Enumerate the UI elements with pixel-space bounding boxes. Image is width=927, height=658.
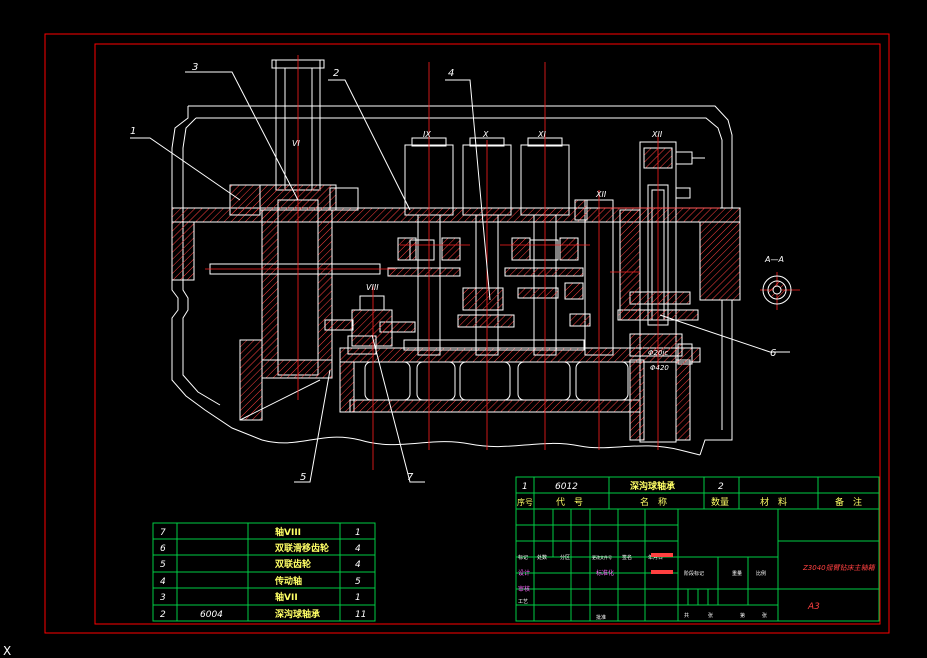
bom-row-no: 1	[522, 482, 528, 492]
parts-cell-no: 7	[160, 528, 166, 538]
parts-cell-no: 3	[160, 593, 166, 603]
corner-mark: X	[3, 644, 11, 658]
bom-row-name: 深沟球轴承	[630, 480, 675, 492]
tb-review: 审核	[518, 585, 530, 593]
gearbox-assembly	[171, 59, 741, 456]
parts-cell-name: 轴VII	[275, 591, 298, 603]
parts-cell-name: 双联滑移齿轮	[275, 542, 329, 554]
parts-cell-name: 双联齿轮	[275, 558, 311, 570]
leader-label-4: 4	[448, 68, 454, 79]
title-block-mark-2	[651, 570, 673, 574]
tb-date: 年月日	[648, 554, 663, 561]
parts-cell-qty: 4	[355, 560, 361, 570]
shaft-label-vi: VI	[292, 139, 300, 148]
parts-cell-name: 轴VIII	[275, 526, 301, 538]
parts-cell-name: 深沟球轴承	[275, 608, 320, 620]
tb-design: 设计	[518, 569, 530, 577]
bom-row-qty: 2	[718, 482, 724, 492]
title-block-text: 标记 处数 分区 更改文件号 签名 年月日 设计 标准化 阶段标记 重量 比例 …	[518, 554, 876, 621]
tb-std: 标准化	[596, 569, 614, 577]
tb-mark: 标记	[518, 554, 528, 561]
tb-process: 工艺	[518, 599, 528, 605]
shaft-label-x: X	[482, 130, 489, 139]
tb-scale: 比例	[756, 570, 766, 577]
shaft-label-xi: XI	[537, 130, 546, 139]
inner-frame	[94, 43, 881, 625]
leader-label-5: 5	[300, 472, 306, 483]
drawing-title: Z3040摇臂钻床主轴箱	[802, 564, 876, 572]
title-block-grid	[515, 508, 880, 622]
section-a-a-view	[762, 275, 792, 305]
outer-frame	[44, 33, 890, 634]
tb-page: 第	[740, 612, 745, 619]
parts-cell-qty: 11	[355, 610, 366, 620]
parts-rows: 7 轴VIII 1 6 双联滑移齿轮 4 5 双联齿轮 4 4 传动轴 5 3 轴VII 1 2 6004 深沟球…	[160, 526, 366, 620]
parts-cell-qty: 1	[355, 593, 361, 603]
bom-h-code: 代 号	[556, 497, 583, 508]
parts-cell-no: 6	[160, 544, 166, 554]
drawing-labels: 1 2 3 4 5 6 7 VI VIII IX X XI XII XII Φ2…	[3, 62, 784, 658]
parts-cell-qty: 5	[355, 577, 361, 587]
parts-cell-qty: 4	[355, 544, 361, 554]
tb-zone: 分区	[560, 554, 570, 561]
bom-h-note: 备 注	[835, 496, 862, 508]
tb-total: 共	[684, 612, 689, 619]
leader-label-6: 6	[770, 348, 776, 359]
sheet-size: A3	[807, 602, 820, 612]
shaft-label-ix: IX	[423, 130, 431, 139]
title-block-mark-1	[651, 553, 673, 557]
tb-stage: 阶段标记	[684, 570, 704, 577]
section-title: A—A	[764, 255, 784, 264]
bom-h-no: 序号	[517, 497, 533, 507]
dimension-1: Φ20jc	[648, 349, 668, 357]
leader-label-3: 3	[192, 62, 198, 73]
tb-sheets: 张	[708, 612, 713, 619]
tb-sheet: 张	[762, 612, 767, 619]
parts-cell-code: 6004	[200, 610, 223, 620]
parts-cell-no: 2	[160, 610, 166, 620]
leader-lines	[130, 71, 790, 483]
bom-h-name: 名 称	[640, 496, 667, 508]
shaft-label-xii-b: XII	[651, 130, 663, 139]
shaft-label-xii: XII	[595, 190, 607, 199]
dimension-2: Φ420	[650, 364, 669, 372]
parts-table	[152, 522, 376, 622]
leader-label-2: 2	[333, 68, 339, 79]
tb-weight: 重量	[732, 570, 742, 577]
bom-h-qty: 数量	[711, 496, 729, 508]
leader-label-7: 7	[407, 472, 414, 483]
parts-cell-name: 传动轴	[274, 575, 302, 587]
bom-row-code: 6012	[555, 482, 578, 492]
shaft-label-viii: VIII	[366, 283, 379, 292]
tb-change: 更改文件号	[592, 554, 612, 560]
tb-approve: 批准	[596, 614, 606, 621]
parts-cell-qty: 1	[355, 528, 361, 538]
parts-cell-no: 5	[160, 560, 166, 570]
leader-label-1: 1	[130, 126, 136, 137]
bom-header-text: 1 6012 深沟球轴承 2 序号 代 号 名 称 数量 材 料 备 注	[517, 480, 862, 508]
bom-h-mat: 材 料	[760, 496, 787, 508]
tb-sign: 签名	[622, 554, 632, 561]
parts-cell-no: 4	[160, 577, 166, 587]
tb-count: 处数	[537, 554, 547, 561]
